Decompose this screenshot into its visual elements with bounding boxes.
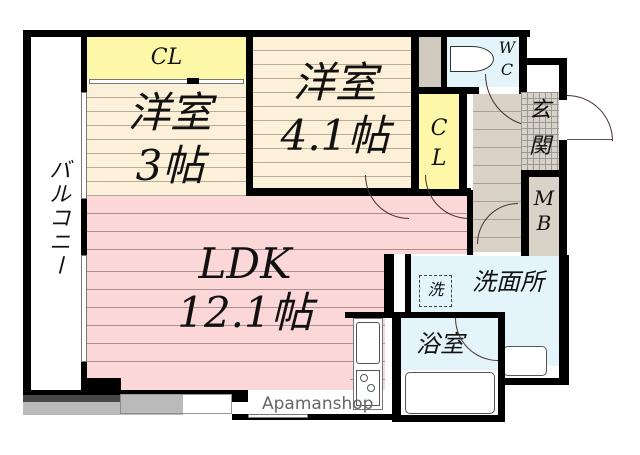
western-room-large-name: 洋室 bbox=[292, 58, 377, 107]
closet-right-label-c: C bbox=[430, 116, 448, 141]
closet-top-label: CL bbox=[150, 45, 183, 70]
washroom-label: 洗面所 bbox=[472, 268, 544, 296]
wall-closet-right bbox=[459, 94, 467, 194]
wall-wc-right bbox=[519, 30, 527, 95]
washer bbox=[419, 275, 452, 307]
western-room-large bbox=[253, 37, 411, 190]
outer-wall-top bbox=[23, 30, 208, 37]
wash-wall-inner bbox=[405, 254, 411, 316]
burner-icon bbox=[367, 384, 375, 392]
entrance-upper bbox=[527, 65, 559, 91]
entrance-wall-top bbox=[527, 58, 567, 65]
balcony bbox=[31, 37, 81, 390]
bathtub bbox=[405, 372, 495, 414]
entrance-wall-right bbox=[559, 58, 567, 100]
closet-top-door[interactable] bbox=[89, 79, 244, 84]
balcony-label: バルコニー bbox=[45, 158, 70, 278]
wall-between-rooms bbox=[246, 30, 253, 205]
window-left-lower bbox=[81, 255, 87, 362]
ldk-wall-right bbox=[467, 190, 473, 255]
bathroom-label: 浴室 bbox=[416, 330, 464, 358]
entrance-door-line bbox=[567, 139, 612, 140]
bottom-window bbox=[248, 414, 308, 418]
wall-below-rooms bbox=[246, 188, 471, 196]
western-room-large-size: 4.1帖 bbox=[280, 111, 390, 160]
ldk-size: 12.1帖 bbox=[177, 288, 313, 337]
ldk-bottom bbox=[120, 375, 350, 390]
mb-label-m: M bbox=[533, 186, 555, 210]
western-room-small-name: 洋室 bbox=[127, 88, 212, 137]
ldk-name: LDK bbox=[198, 239, 292, 288]
ldk-main bbox=[87, 254, 385, 390]
wash-basin bbox=[503, 346, 547, 376]
outer-wall-top-3 bbox=[410, 30, 530, 37]
bath-wall-bottom bbox=[392, 415, 505, 422]
wc-label-c: C bbox=[500, 60, 514, 79]
washer-label: 洗 bbox=[427, 280, 444, 299]
closet-right bbox=[419, 94, 459, 189]
wall-wc-bottom bbox=[419, 87, 479, 94]
window-left-upper bbox=[81, 92, 87, 199]
closet-right-label-l: L bbox=[431, 146, 447, 171]
closet-top-door-post bbox=[187, 78, 199, 84]
pipe-shaft bbox=[419, 37, 441, 87]
entrance-label-2: 関 bbox=[528, 134, 551, 159]
entrance-label-1: 玄 bbox=[528, 98, 551, 123]
entrance-wall-right-2 bbox=[559, 140, 567, 265]
western-room-small bbox=[87, 84, 246, 198]
outer-wall-bottom-right bbox=[232, 414, 392, 420]
wash-wall-right bbox=[559, 255, 569, 385]
stove-icon bbox=[356, 370, 380, 406]
bath-wall-left bbox=[392, 312, 401, 422]
sink-icon bbox=[356, 322, 380, 364]
wall-right-of-room bbox=[411, 30, 419, 195]
wc-label-w: W bbox=[498, 38, 516, 57]
burner-icon bbox=[360, 374, 368, 382]
entrance-door[interactable] bbox=[567, 95, 613, 141]
toilet-icon bbox=[450, 46, 494, 72]
mb-label-b: B bbox=[536, 211, 552, 235]
bath-wall-right bbox=[498, 312, 505, 422]
bath-wall-top bbox=[345, 312, 505, 318]
mb-wall-top bbox=[521, 170, 567, 177]
balcony-inner-wall bbox=[81, 30, 87, 402]
closet-top bbox=[87, 37, 246, 79]
wash-wall-left bbox=[386, 254, 394, 314]
wash-wall-bottom bbox=[500, 378, 569, 385]
balcony-wall-left bbox=[23, 30, 31, 402]
watermark-band bbox=[23, 395, 183, 415]
watermark: Apamanshop bbox=[262, 394, 374, 414]
western-room-small-size: 3帖 bbox=[135, 141, 205, 190]
entrance bbox=[521, 92, 559, 170]
kitchen-counter bbox=[353, 318, 383, 410]
wall-shaft bbox=[441, 30, 447, 90]
meter-box bbox=[529, 177, 559, 257]
outer-wall-top-2 bbox=[205, 30, 415, 37]
mb-wall-left bbox=[521, 170, 529, 265]
